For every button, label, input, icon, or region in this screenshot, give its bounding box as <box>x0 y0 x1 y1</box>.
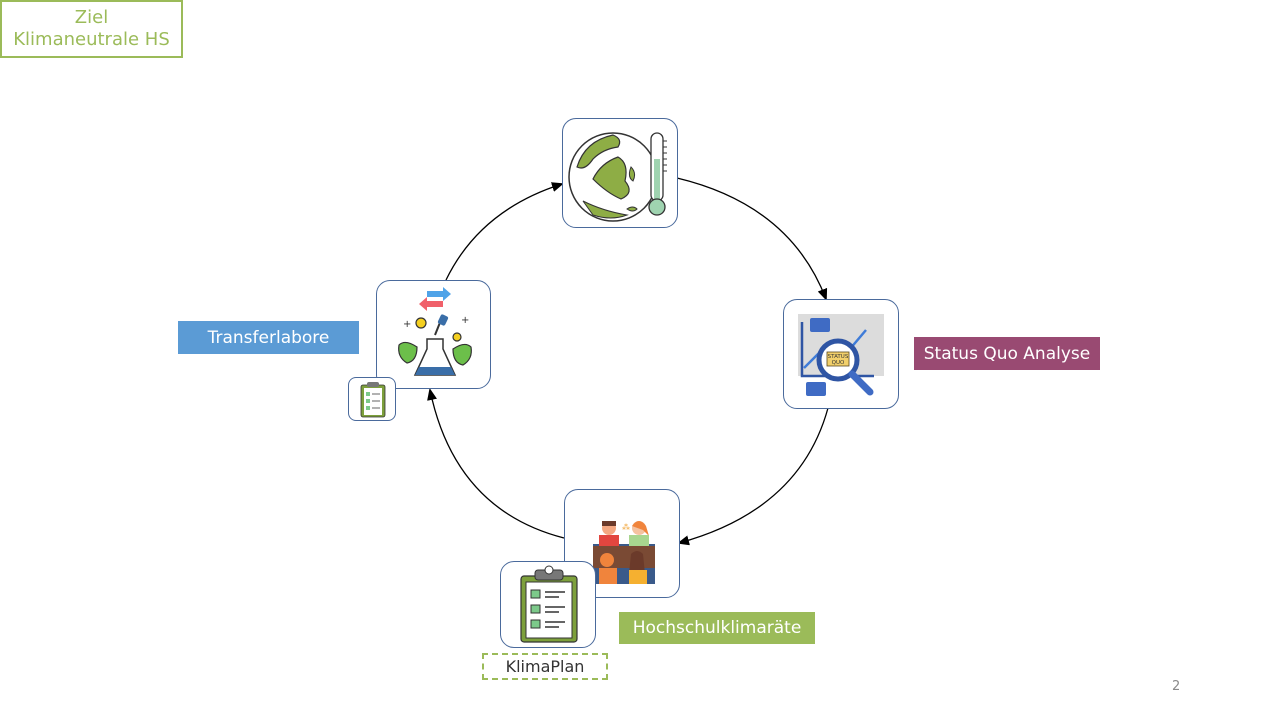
arrow-councils-to-transfer <box>427 388 565 539</box>
status-quo-label: Status Quo Analyse <box>914 337 1100 370</box>
lab-flask-plants-icon: + + <box>398 287 472 376</box>
transfer-klimaplan-card <box>348 377 396 421</box>
klimaplan-label: KlimaPlan <box>505 657 585 676</box>
arrow-transfer-to-goal <box>445 182 564 281</box>
svg-text:⁂: ⁂ <box>622 522 630 532</box>
councils-label: Hochschulklimaräte <box>619 612 815 644</box>
transfer-label: Transferlabore <box>178 321 359 354</box>
goal-box: Ziel Klimaneutrale HS <box>0 0 183 58</box>
clipboard-checklist-icon <box>520 565 578 643</box>
status-quo-analysis-icon: STATUS QUO <box>798 314 884 396</box>
svg-text:+: + <box>461 315 469 326</box>
svg-text:+: + <box>403 319 411 330</box>
globe-thermometer-icon <box>568 132 667 222</box>
status-quo-card: STATUS QUO <box>783 299 899 409</box>
transfer-card: + + <box>376 280 491 389</box>
klimaplan-card <box>500 561 596 648</box>
klimaplan-label-box: KlimaPlan <box>482 653 608 680</box>
page-number: 2 <box>1172 679 1181 694</box>
status-sign-text-1: STATUS <box>828 354 849 360</box>
goal-subtitle: Klimaneutrale HS <box>13 29 170 50</box>
arrow-status-to-councils <box>677 407 829 546</box>
council-meeting-icon: ⁂ <box>593 521 655 584</box>
status-sign-text-2: QUO <box>832 360 845 366</box>
arrow-goal-to-status <box>676 177 828 301</box>
clipboard-checklist-small-icon <box>360 382 386 418</box>
goal-title: Ziel <box>74 7 109 28</box>
councils-card: ⁂ <box>564 489 680 598</box>
goal-card <box>562 118 678 228</box>
